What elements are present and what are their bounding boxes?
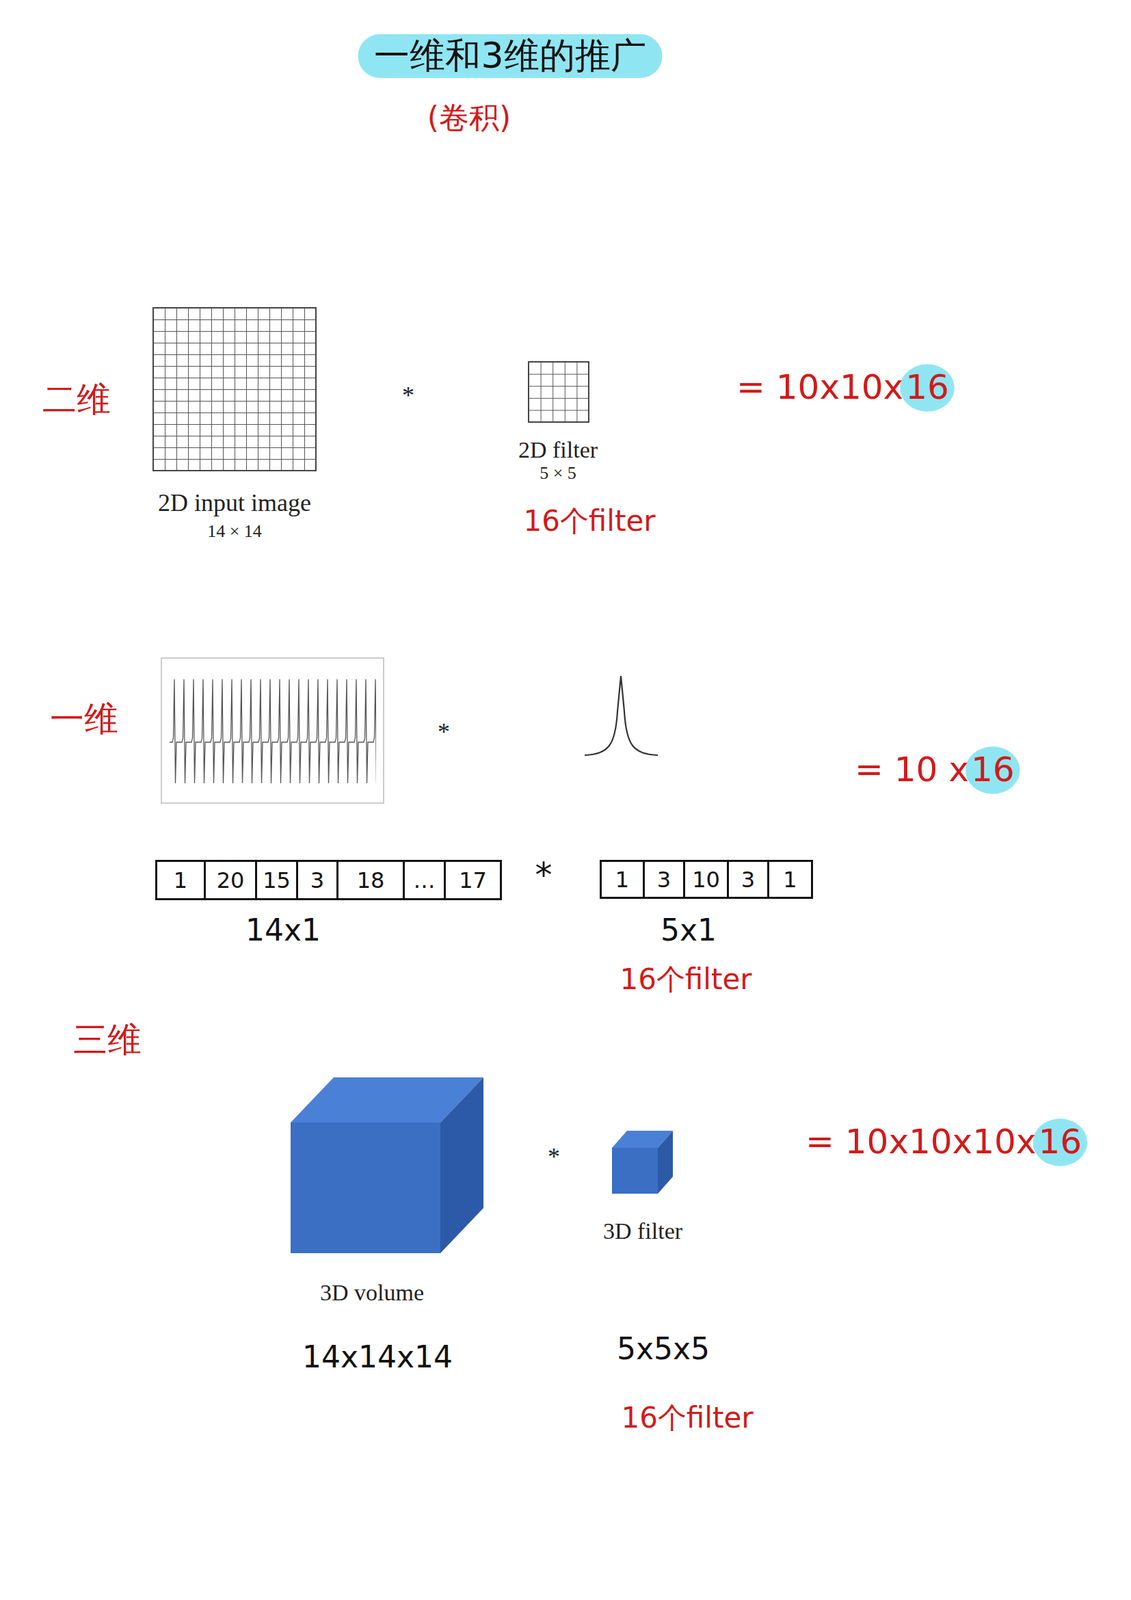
cell-value: 1 [173,867,188,894]
dimension-label: 14x14x14 [302,1339,453,1375]
cell-value: 1 [615,866,630,893]
dimension-label: 14 × 14 [207,521,262,542]
cell-value: … [413,867,436,894]
array-cell: 20 [203,859,258,900]
filter-grid [528,361,589,422]
dimension-label: 5x1 [660,912,717,948]
array-cell: 10 [683,859,729,899]
dimension-label: 5 × 5 [539,462,577,484]
filter-peak [584,675,658,755]
image-caption: 2D input image [157,488,312,517]
cell-value: 10 [692,866,721,893]
array-cell: … [402,859,446,900]
cell-value: 3 [741,866,755,893]
dimension-label: 14x1 [245,912,321,948]
array-cell: 3 [726,859,770,899]
array-cell: 15 [255,859,299,900]
cell-value: 3 [310,867,325,894]
subtitle-note: (卷积) [427,100,511,136]
input-grid [153,307,316,471]
channel-count: 16 [970,750,1015,790]
filter-cube-side [657,1130,673,1194]
array-cell: 1 [599,859,645,899]
highlight-mark [899,363,955,412]
volume-cube-front [290,1122,441,1253]
output-size: = 10 x [854,750,969,790]
filter-count: 16个filter [619,962,752,996]
image-caption: 3D volume [320,1278,424,1306]
channel-count: 16 [1038,1122,1082,1162]
operator-symbol: * [535,855,553,896]
array-cell: 17 [443,859,502,900]
operator-symbol: * [437,717,450,747]
dimension-label: 5x5x5 [616,1331,710,1367]
page-title: 一维和3维的推广 [374,35,646,77]
output-size: = 10x10x [736,367,904,408]
cell-value: 20 [216,867,245,894]
filter-count: 16个filter [620,1401,753,1434]
signal-wave [169,673,377,797]
filter-count: 16个filter [523,504,656,538]
image-caption: 3D filter [603,1217,683,1244]
array-cell: 3 [642,859,686,899]
highlight-mark [1032,1118,1088,1166]
cell-value: 18 [356,867,385,894]
operator-symbol: * [402,381,415,410]
section-label: 一维 [49,699,119,740]
section-label: 三维 [73,1020,142,1060]
filter-cube-front [611,1147,658,1194]
volume-cube-side [440,1076,484,1253]
signal-frame [161,657,384,803]
output-size: = 10x10x10x [805,1122,1036,1162]
highlight-mark [965,746,1021,794]
cell-value: 17 [458,867,487,894]
operator-symbol: * [547,1142,561,1171]
cell-value: 15 [262,867,291,894]
array-cell: 3 [296,859,339,900]
cell-value: 3 [657,866,671,893]
title-highlight [357,34,662,78]
cell-value: 1 [782,866,797,893]
array-cell: 1 [155,859,206,900]
array-cell: 18 [336,859,405,900]
array-cell: 1 [767,859,814,899]
image-caption: 2D filter [518,436,598,463]
channel-count: 16 [905,367,950,408]
section-label: 二维 [42,380,111,420]
